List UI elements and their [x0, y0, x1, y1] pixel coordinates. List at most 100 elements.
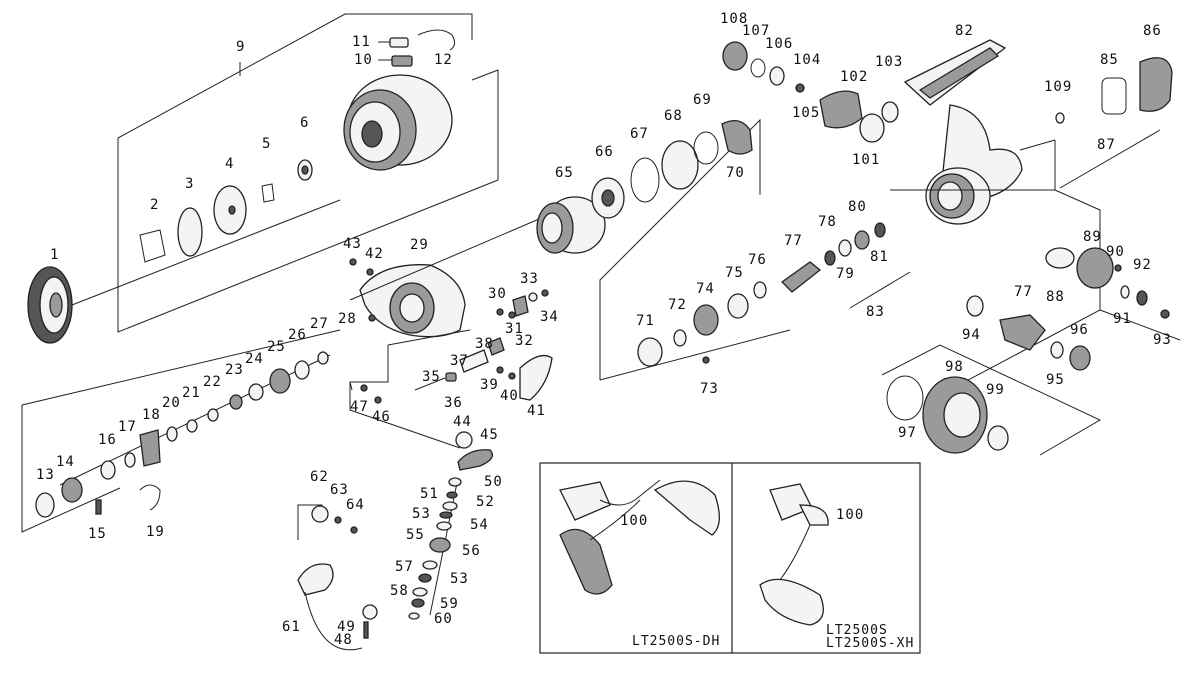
part-23-shape — [229, 394, 243, 410]
part-24-shape — [248, 383, 264, 401]
label-part-33: 33 — [520, 271, 539, 287]
label-part-103: 103 — [875, 54, 904, 70]
rotor-bracket-top — [21, 329, 341, 406]
label-part-69: 69 — [693, 92, 712, 108]
label-part-68: 68 — [664, 108, 683, 124]
label-part-54: 54 — [470, 517, 489, 533]
part-27-shape — [317, 351, 329, 365]
label-part-76: 76 — [748, 252, 767, 268]
label-part-94: 94 — [962, 327, 981, 343]
part-95-shape — [1050, 341, 1064, 359]
part-41-shape — [519, 354, 553, 401]
label-part-89: 89 — [1083, 229, 1102, 245]
label-part-104: 104 — [793, 52, 822, 68]
rotor-part-29 — [359, 264, 466, 338]
label-part-38: 38 — [475, 336, 494, 352]
label-part-77-a: 77 — [784, 233, 803, 249]
part-5-shape — [261, 183, 275, 203]
handle-single-illustration — [759, 483, 829, 626]
part-92-shape — [1136, 290, 1148, 306]
label-part-16: 16 — [98, 432, 117, 448]
part-26-shape — [294, 360, 310, 380]
label-part-78: 78 — [818, 214, 837, 230]
part-88-shape — [1045, 247, 1075, 269]
body-part-82 — [903, 39, 1023, 225]
label-part-5: 5 — [262, 136, 272, 152]
part-77-main-gear — [999, 314, 1046, 351]
label-part-53-b: 53 — [450, 571, 469, 587]
label-part-57: 57 — [395, 559, 414, 575]
part-61-wire — [304, 591, 363, 651]
part-38-shape — [487, 337, 505, 356]
label-part-55: 55 — [406, 527, 425, 543]
label-part-95: 95 — [1046, 372, 1065, 388]
label-part-46: 46 — [372, 409, 391, 425]
label-part-83: 83 — [866, 304, 885, 320]
label-part-24: 24 — [245, 351, 264, 367]
part-89-shape — [1076, 247, 1114, 289]
part-61-head — [297, 563, 334, 596]
label-part-41: 41 — [527, 403, 546, 419]
label-part-58: 58 — [390, 583, 409, 599]
inset-frame — [539, 462, 921, 654]
label-part-43: 43 — [343, 236, 362, 252]
label-part-105: 105 — [792, 105, 821, 121]
rotor-bracket-left — [21, 405, 121, 533]
part-106-shape — [769, 66, 785, 86]
label-part-4: 4 — [225, 156, 235, 172]
part-102-shape — [819, 90, 863, 129]
label-part-15: 15 — [88, 526, 107, 542]
part-85-shape — [1101, 77, 1127, 115]
part-18-shape — [139, 429, 161, 467]
part-11-shape — [389, 37, 409, 48]
rotor-axis — [59, 354, 331, 486]
label-part-63: 63 — [330, 482, 349, 498]
label-part-13: 13 — [36, 467, 55, 483]
part-94-shape — [966, 295, 984, 317]
label-part-108: 108 — [720, 11, 749, 27]
part-35-shape — [445, 372, 457, 382]
label-part-30: 30 — [488, 286, 507, 302]
label-part-28: 28 — [338, 311, 357, 327]
label-part-9: 9 — [236, 39, 246, 55]
label-part-93: 93 — [1153, 332, 1172, 348]
part-70-shape — [721, 119, 753, 155]
part-83-shape — [849, 271, 911, 309]
part-101-shape — [859, 113, 885, 143]
part-80-shape — [854, 230, 870, 250]
label-part-31: 31 — [505, 321, 524, 337]
label-part-88: 88 — [1046, 289, 1065, 305]
label-part-2: 2 — [150, 197, 160, 213]
part-3-shape — [177, 207, 203, 257]
label-part-25: 25 — [267, 339, 286, 355]
label-part-34: 34 — [540, 309, 559, 325]
label-part-71: 71 — [636, 313, 655, 329]
part-20-shape — [166, 426, 178, 442]
label-part-67: 67 — [630, 126, 649, 142]
spool-bracket-box — [117, 69, 499, 333]
label-part-11: 11 — [352, 34, 371, 50]
label-part-61: 61 — [282, 619, 301, 635]
part-74-shape — [693, 304, 719, 336]
label-part-60: 60 — [434, 611, 453, 627]
part-77-pinion — [780, 261, 822, 293]
part-37-shape — [459, 349, 489, 373]
rotor-to-housing — [349, 209, 561, 301]
label-part-6: 6 — [300, 115, 310, 131]
label-part-81: 81 — [870, 249, 889, 265]
label-part-85: 85 — [1100, 52, 1119, 68]
part-25-shape — [269, 368, 291, 394]
label-part-20: 20 — [162, 395, 181, 411]
label-part-17: 17 — [118, 419, 137, 435]
part-79-shape — [838, 239, 852, 257]
part-22-shape — [207, 408, 219, 422]
label-part-51: 51 — [420, 486, 439, 502]
label-part-19: 19 — [146, 524, 165, 540]
label-part-26: 26 — [288, 327, 307, 343]
label-part-75: 75 — [725, 265, 744, 281]
label-part-99: 99 — [986, 382, 1005, 398]
label-part-23: 23 — [225, 362, 244, 378]
label-part-74: 74 — [696, 281, 715, 297]
